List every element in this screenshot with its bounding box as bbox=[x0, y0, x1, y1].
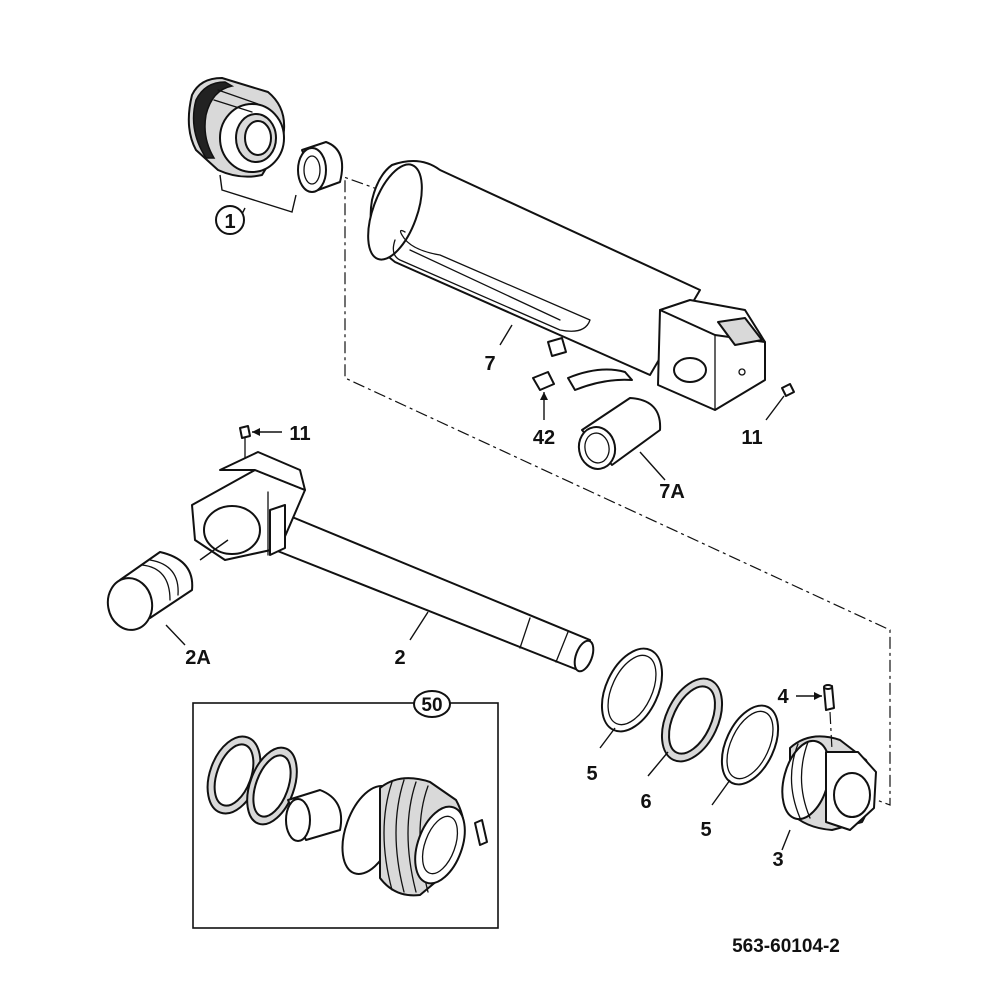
part-5-seal-right bbox=[720, 704, 780, 786]
callout-2: 2 bbox=[394, 647, 405, 669]
callout-6: 6 bbox=[640, 791, 651, 813]
part-2A-bushing bbox=[106, 551, 194, 631]
drawing-number: 563-60104-2 bbox=[732, 936, 840, 957]
part-11-grease-nipple-right bbox=[765, 383, 795, 421]
kit-50-box bbox=[192, 702, 499, 929]
part-4-pin bbox=[796, 684, 835, 751]
part-7-cylinder-barrel bbox=[367, 160, 766, 411]
callout-7: 7 bbox=[484, 353, 495, 375]
callout-5-right: 5 bbox=[700, 819, 711, 841]
part-1-bushing bbox=[297, 141, 344, 193]
part-11-grease-nipple-left bbox=[239, 425, 282, 459]
callout-50: 50 bbox=[413, 690, 451, 718]
callout-1: 1 bbox=[215, 205, 245, 235]
callout-42: 42 bbox=[533, 427, 555, 449]
callout-4: 4 bbox=[777, 686, 789, 708]
callout-7A: 7A bbox=[659, 481, 685, 503]
callout-11-right: 11 bbox=[741, 427, 762, 449]
part-3-piston-nut bbox=[781, 735, 877, 831]
part-5-seal-left bbox=[600, 647, 664, 733]
callout-5-left: 5 bbox=[586, 763, 597, 785]
part-2-piston-rod bbox=[191, 451, 595, 673]
callout-1-label: 1 bbox=[224, 211, 235, 233]
part-6-seal bbox=[660, 677, 724, 763]
callout-50-label: 50 bbox=[421, 695, 442, 716]
callout-2A: 2A bbox=[185, 647, 211, 669]
part-1-cylinder-head bbox=[187, 77, 286, 178]
callout-3: 3 bbox=[772, 849, 783, 871]
part-42-fitting bbox=[532, 371, 555, 420]
callout-11-left: 11 bbox=[289, 423, 310, 445]
part-7A-bushing bbox=[577, 397, 662, 470]
